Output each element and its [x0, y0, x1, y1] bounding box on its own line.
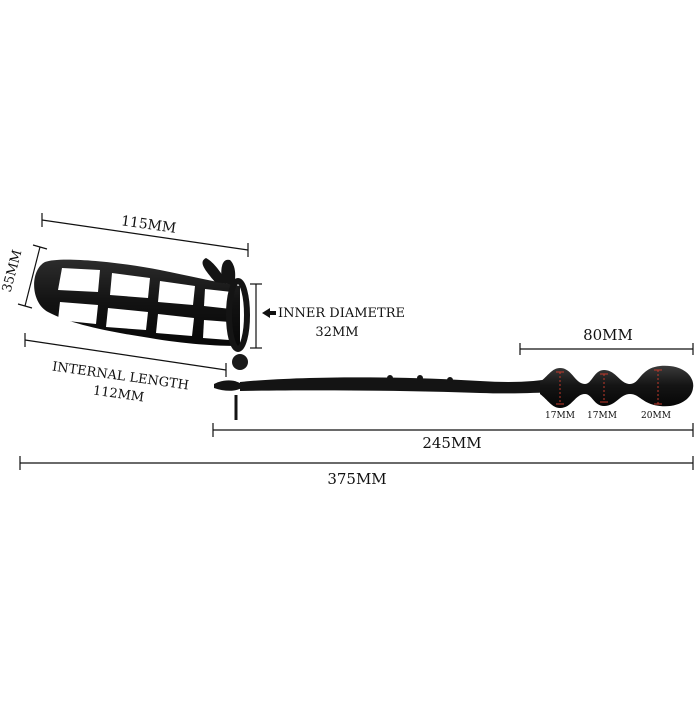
- arrow-left-icon: [262, 308, 276, 318]
- dim-line-internal-length: [24, 339, 227, 371]
- dimension-lines: [17, 213, 694, 470]
- sleeve-windows: [58, 268, 232, 340]
- label-bead-3: 20MM: [641, 411, 671, 421]
- label-sleeve-height: 35MM: [0, 248, 25, 294]
- probe: [240, 365, 694, 408]
- sleeve-rim: [226, 278, 250, 352]
- label-bead-1: 17MM: [545, 411, 575, 421]
- label-internal-length-value: 112MM: [92, 384, 145, 406]
- label-plug-length: 80MM: [583, 326, 633, 344]
- label-inner-diametre-value: 32MM: [315, 325, 358, 340]
- tickler-ear: [221, 259, 236, 286]
- dim-line-sleeve-height: [24, 246, 41, 307]
- ring-bead: [232, 354, 248, 370]
- label-inner-diametre-title: INNER DIAMETRE: [278, 306, 405, 321]
- rod-nubs: [387, 375, 453, 383]
- ring-tab: [214, 380, 244, 391]
- cage-sleeve: [34, 258, 250, 420]
- label-total-length: 375MM: [327, 470, 386, 488]
- probe-rod: [240, 377, 555, 394]
- label-bead-2: 17MM: [587, 411, 617, 421]
- label-sleeve-length: 115MM: [120, 213, 177, 237]
- label-probe-length: 245MM: [422, 434, 481, 452]
- beaded-plug: [540, 365, 694, 408]
- dim-line-sleeve-length: [41, 219, 249, 251]
- bead-markers: [556, 369, 662, 405]
